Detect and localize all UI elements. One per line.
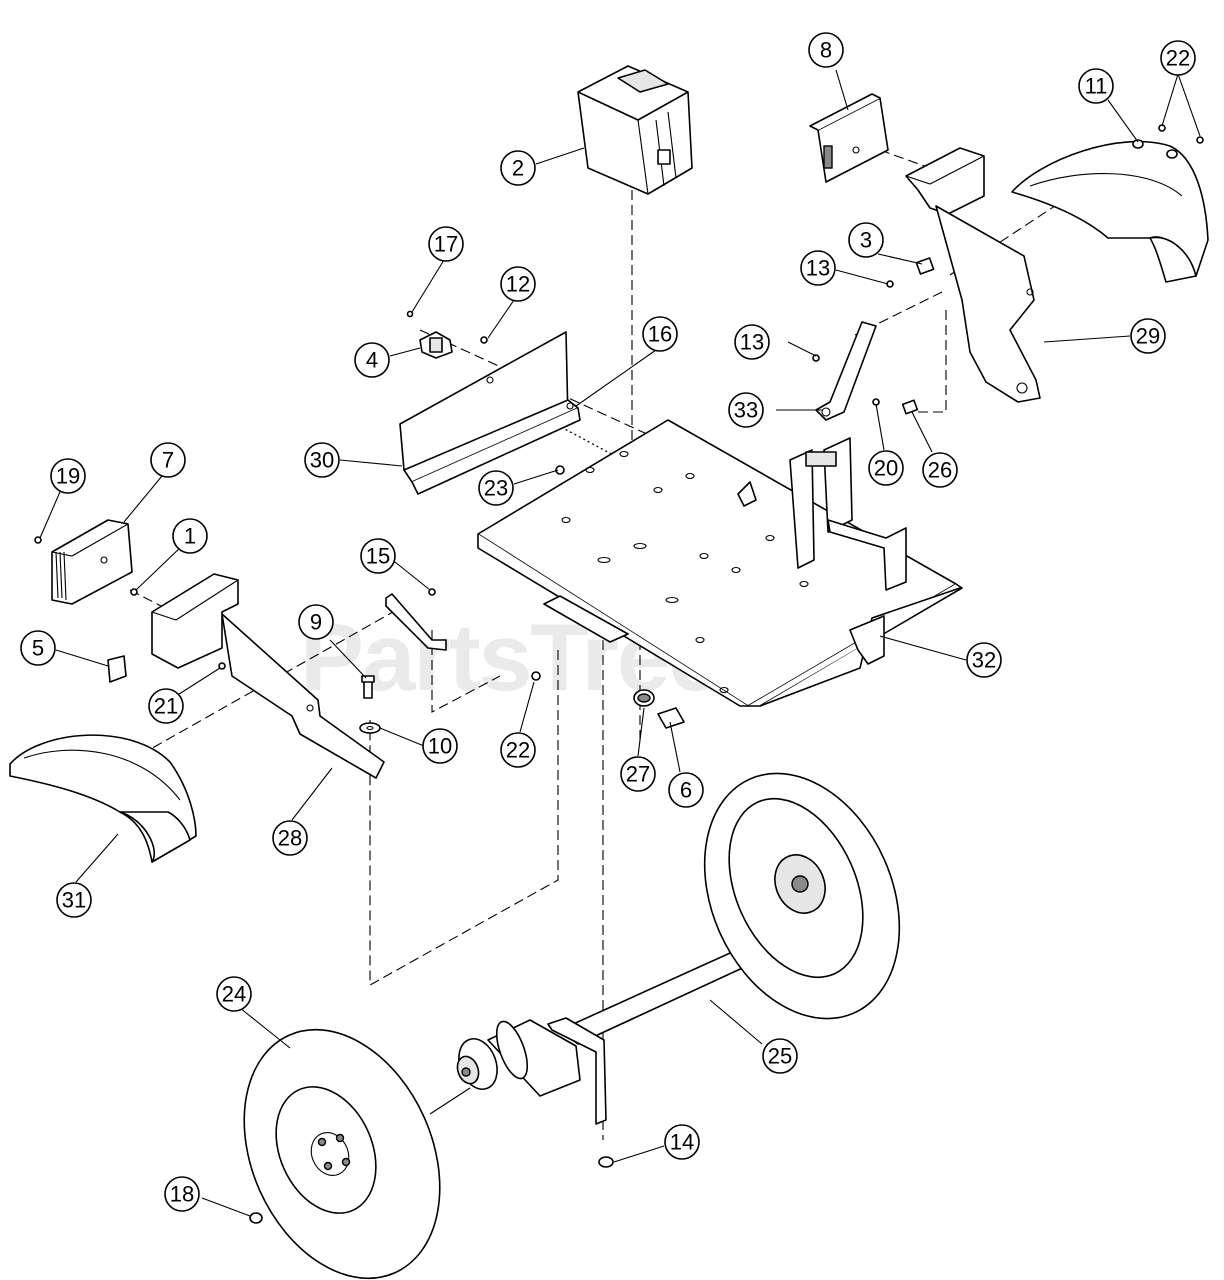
- svg-text:8: 8: [820, 38, 832, 63]
- svg-text:6: 6: [680, 778, 692, 803]
- callout-12: 12: [500, 266, 536, 302]
- svg-text:32: 32: [972, 648, 996, 673]
- callout-19: 19: [50, 458, 86, 494]
- box-part-7: [34, 519, 133, 605]
- callout-14: 14: [664, 1124, 700, 1160]
- bracket-left-part-1: [151, 573, 239, 669]
- svg-text:16: 16: [648, 322, 672, 347]
- callout-11: 11: [1078, 68, 1114, 104]
- fender-left: [9, 734, 197, 863]
- svg-text:21: 21: [154, 694, 178, 719]
- callout-7: 7: [150, 442, 186, 478]
- svg-text:13: 13: [740, 330, 764, 355]
- svg-text:22: 22: [1166, 46, 1190, 71]
- callout-26: 26: [922, 452, 958, 488]
- callout-3: 3: [848, 222, 884, 258]
- svg-text:13: 13: [806, 256, 830, 281]
- fender-bracket-right: [935, 205, 1041, 403]
- callout-31: 31: [56, 882, 92, 918]
- callout-16: 16: [642, 316, 678, 352]
- fender-bracket-left: [221, 613, 385, 779]
- leader-lines: [39, 69, 1201, 1217]
- svg-text:24: 24: [222, 982, 246, 1007]
- bracket-upper-right: [905, 147, 985, 215]
- callout-22-lower: 22: [500, 732, 536, 768]
- svg-text:2: 2: [512, 156, 524, 181]
- svg-text:20: 20: [874, 456, 898, 481]
- clip-part-15: [385, 588, 447, 651]
- callout-2: 2: [500, 150, 536, 186]
- callout-30: 30: [304, 442, 340, 478]
- washer-part-10: [359, 722, 381, 734]
- svg-text:33: 33: [734, 398, 758, 423]
- svg-text:30: 30: [310, 448, 334, 473]
- svg-text:12: 12: [506, 272, 530, 297]
- svg-text:1: 1: [184, 524, 196, 549]
- latch-part-4: [406, 310, 488, 359]
- callout-33: 33: [728, 392, 764, 428]
- callout-9: 9: [298, 604, 334, 640]
- fender-right: [1011, 140, 1209, 283]
- svg-text:5: 5: [32, 636, 44, 661]
- svg-text:23: 23: [484, 476, 508, 501]
- callout-4: 4: [354, 342, 390, 378]
- callout-28: 28: [272, 820, 308, 856]
- svg-text:7: 7: [162, 448, 174, 473]
- svg-text:27: 27: [626, 762, 650, 787]
- main-deck: [477, 419, 963, 707]
- callout-22-top: 22: [1160, 40, 1196, 76]
- svg-text:15: 15: [366, 544, 390, 569]
- wheel-left: [243, 1028, 441, 1280]
- callout-23: 23: [478, 470, 514, 506]
- deck-holes: [561, 450, 809, 694]
- callout-20: 20: [868, 450, 904, 486]
- bolt-part-9: [361, 675, 375, 699]
- hardware-left: [107, 465, 685, 729]
- svg-text:3: 3: [860, 228, 872, 253]
- handle-upright: [789, 437, 907, 591]
- callout-13-upper: 13: [800, 250, 836, 286]
- callout-10: 10: [422, 728, 458, 764]
- svg-text:4: 4: [366, 348, 378, 373]
- callout-29: 29: [1130, 318, 1166, 354]
- hardware-right: [812, 124, 1204, 415]
- svg-text:31: 31: [62, 888, 86, 913]
- hub-left: [456, 1019, 581, 1097]
- box-part-8: [809, 93, 889, 183]
- callout-15: 15: [360, 538, 396, 574]
- nuts: [249, 1156, 614, 1224]
- wheel-right: [703, 772, 901, 1020]
- callout-18: 18: [164, 1176, 200, 1212]
- svg-text:18: 18: [170, 1182, 194, 1207]
- callout-5: 5: [20, 630, 56, 666]
- callout-21: 21: [148, 688, 184, 724]
- callout-27: 27: [620, 756, 656, 792]
- mount-plate-part-30: [399, 331, 581, 495]
- battery-box: [577, 65, 693, 195]
- svg-text:22: 22: [506, 738, 530, 763]
- callout-24: 24: [216, 976, 252, 1012]
- svg-text:14: 14: [670, 1130, 694, 1155]
- callout-17: 17: [428, 226, 464, 262]
- callout-1: 1: [172, 518, 208, 554]
- svg-text:25: 25: [768, 1044, 792, 1069]
- svg-text:9: 9: [310, 610, 322, 635]
- callout-32: 32: [966, 642, 1002, 678]
- svg-text:11: 11: [1085, 74, 1108, 99]
- svg-text:10: 10: [428, 734, 452, 759]
- svg-text:17: 17: [434, 232, 458, 257]
- callout-8: 8: [808, 32, 844, 68]
- callout-25: 25: [762, 1038, 798, 1074]
- svg-text:29: 29: [1136, 324, 1160, 349]
- callout-6: 6: [668, 772, 704, 808]
- svg-text:19: 19: [56, 464, 80, 489]
- strap-part-33: [815, 321, 877, 421]
- svg-text:28: 28: [278, 826, 302, 851]
- callout-13-lower: 13: [734, 324, 770, 360]
- svg-text:26: 26: [928, 458, 952, 483]
